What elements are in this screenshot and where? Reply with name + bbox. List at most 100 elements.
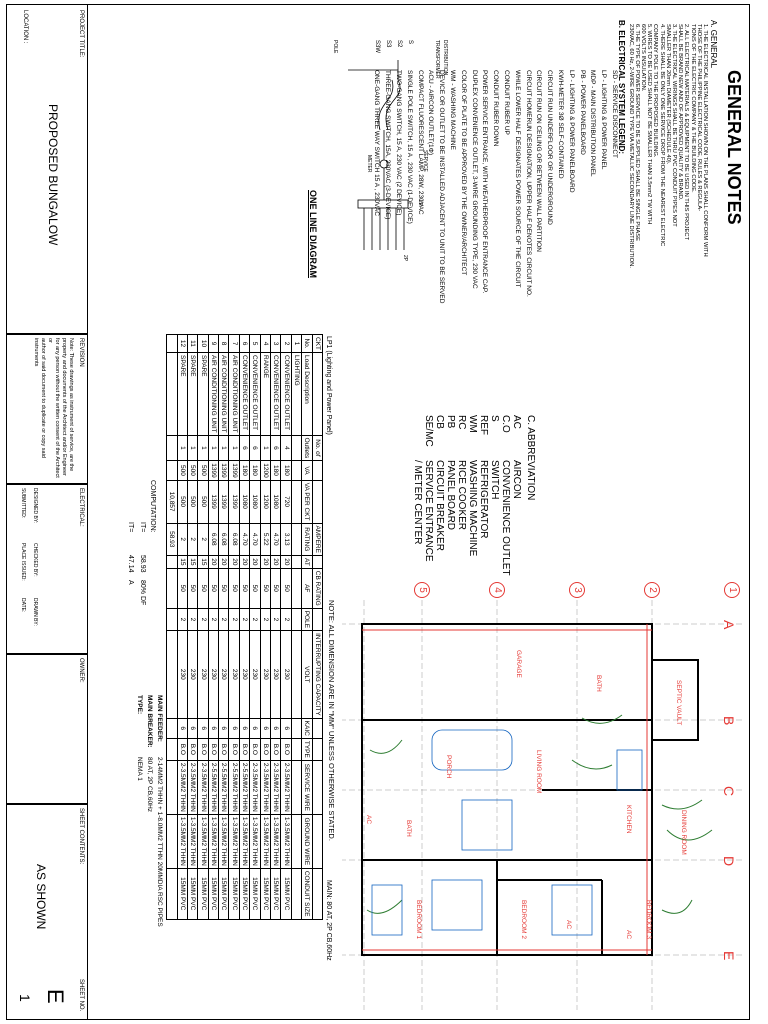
note-line: SMALLER THAN 20mm DIAMETER (SCHEDULE 40)… <box>664 24 671 165</box>
small-label: DESIGNED BY: <box>32 488 38 524</box>
note-line: 3. THE ELECTRICAL WIRINGS SHALL BE THRU … <box>671 24 677 227</box>
location-label: LOCATION : <box>22 10 28 44</box>
main-breaker-label: MAIN BREAKER: <box>146 695 153 748</box>
cell: CONVENIENCE OUTLET <box>270 352 281 436</box>
cell: B.O <box>218 738 229 761</box>
cell: 50 <box>197 568 209 609</box>
cell: B.O <box>239 738 250 761</box>
room-label: AC <box>365 815 372 825</box>
cell <box>166 760 178 815</box>
cell: 50 <box>280 568 292 609</box>
tb-cell-owner <box>6 654 88 804</box>
cell <box>291 814 302 869</box>
cell: 1 <box>228 435 240 461</box>
legend-item: POWER SERVICE ENTRANCE, WITH WEATHERPROO… <box>481 70 489 294</box>
cell: 1200 <box>260 480 271 524</box>
scale-text: AS SHOWN <box>34 864 48 930</box>
cell: AIR CONDITIONING UNIT <box>218 352 229 436</box>
abbrev-code: REF <box>478 415 489 435</box>
legend-item: MDP - MAIN DISTRIBUTION PANEL <box>589 70 597 177</box>
cell: CB RATING <box>312 568 323 609</box>
cell: 500 <box>187 460 198 481</box>
cell <box>312 460 323 481</box>
main-feeder-info: MAIN FEEDER: 2-14MM2 THHN + 1-8.0MM2 TTH… <box>103 695 163 955</box>
cell: KAIC <box>301 718 313 739</box>
note-line: THOSE OF THE PHILIPPINE ELECTRICAL CODE,… <box>695 24 702 212</box>
cell: 230 <box>218 630 229 719</box>
cell: 2 <box>218 608 229 631</box>
cell: VA <box>301 460 313 481</box>
cell: B.O <box>197 738 209 761</box>
project-title-label: PROJECT TITLE: <box>78 10 84 58</box>
cell: 10,857 <box>166 480 178 524</box>
cell <box>291 460 302 481</box>
cell <box>291 523 302 556</box>
cell: 7 <box>228 334 240 353</box>
cell: 2-3.5MM2 THHN <box>187 760 198 815</box>
cell <box>291 568 302 609</box>
abbrev-code: S <box>489 415 500 422</box>
it2-unit: A <box>127 580 134 585</box>
cell: AIR CONDITIONING UNIT <box>228 352 240 436</box>
cell: B.O <box>228 738 240 761</box>
notes-section-a: A. GENERAL <box>709 20 718 69</box>
cell: 2-3.5MM2 THHN <box>249 760 261 815</box>
cell: 1080 <box>270 480 281 524</box>
room-label: PORCH <box>445 755 452 779</box>
cell: 6.08 <box>228 523 240 556</box>
cell <box>166 352 178 436</box>
cell: 15MM PVC <box>177 868 188 920</box>
cell: 2-3.5MM2 THHN <box>270 760 281 815</box>
cell: 1 <box>218 435 229 461</box>
cell: 2 <box>270 608 281 631</box>
abbrev-code: AC <box>511 415 522 429</box>
cell: 1 <box>197 435 209 461</box>
cell: No. of <box>312 435 323 461</box>
main-feeder-label: MAIN FEEDER: <box>156 695 163 742</box>
cell: 2-3.5MM2 THHN <box>260 760 271 815</box>
note-line: 600 VOLTS INSULATION. <box>640 24 646 92</box>
cell: 20 <box>218 555 229 569</box>
sheet-number: 1 <box>17 994 33 1002</box>
cell: 6 <box>270 718 281 739</box>
cell: 2 <box>208 608 219 631</box>
note-line: TIONS OF THE ELECTRIC COMPANY & THE BUIL… <box>689 24 696 193</box>
room-label: BEDROOM 2 <box>520 900 527 940</box>
cell: 50 <box>187 568 198 609</box>
cell: AMPERE <box>312 523 323 556</box>
panel-title: LP1 (Lighting and Power Panel) <box>325 336 332 435</box>
cell: 1 <box>208 435 219 461</box>
one-line-title: ONE LINE DIAGRAM <box>308 190 318 279</box>
cell: 6 <box>187 718 198 739</box>
abbrev-desc: AIRCON <box>511 460 522 499</box>
cell: VA PER CKT <box>301 480 313 524</box>
cell: 50 <box>239 568 250 609</box>
cell: 4 <box>280 435 292 461</box>
cell <box>291 718 302 739</box>
cell: 4 <box>260 334 271 353</box>
cell: B.O <box>249 738 261 761</box>
sheet-contents-label: SHEET CONTENTS: <box>78 808 84 865</box>
one-line-label: 2P <box>402 255 408 262</box>
room-label: LIVING ROOM <box>535 750 542 794</box>
grid-number-marker: 5 <box>414 582 430 598</box>
grid-letter-marker: D <box>721 856 737 867</box>
cell: 50 <box>249 568 261 609</box>
legend-item: CONDUIT RUBER DOWN <box>492 70 500 147</box>
cell: 2-3.5MM2 THHN <box>177 760 188 815</box>
cell: 20 <box>249 555 261 569</box>
it1-label: IT= <box>139 522 146 533</box>
cell: 1399 <box>228 480 240 524</box>
cell: 180 <box>270 460 281 481</box>
cell: 6 <box>249 435 261 461</box>
cell: 230 <box>270 630 281 719</box>
cell <box>312 480 323 524</box>
cell: 500 <box>197 480 209 524</box>
abbrev-desc: REFRIGERATOR <box>478 460 489 539</box>
